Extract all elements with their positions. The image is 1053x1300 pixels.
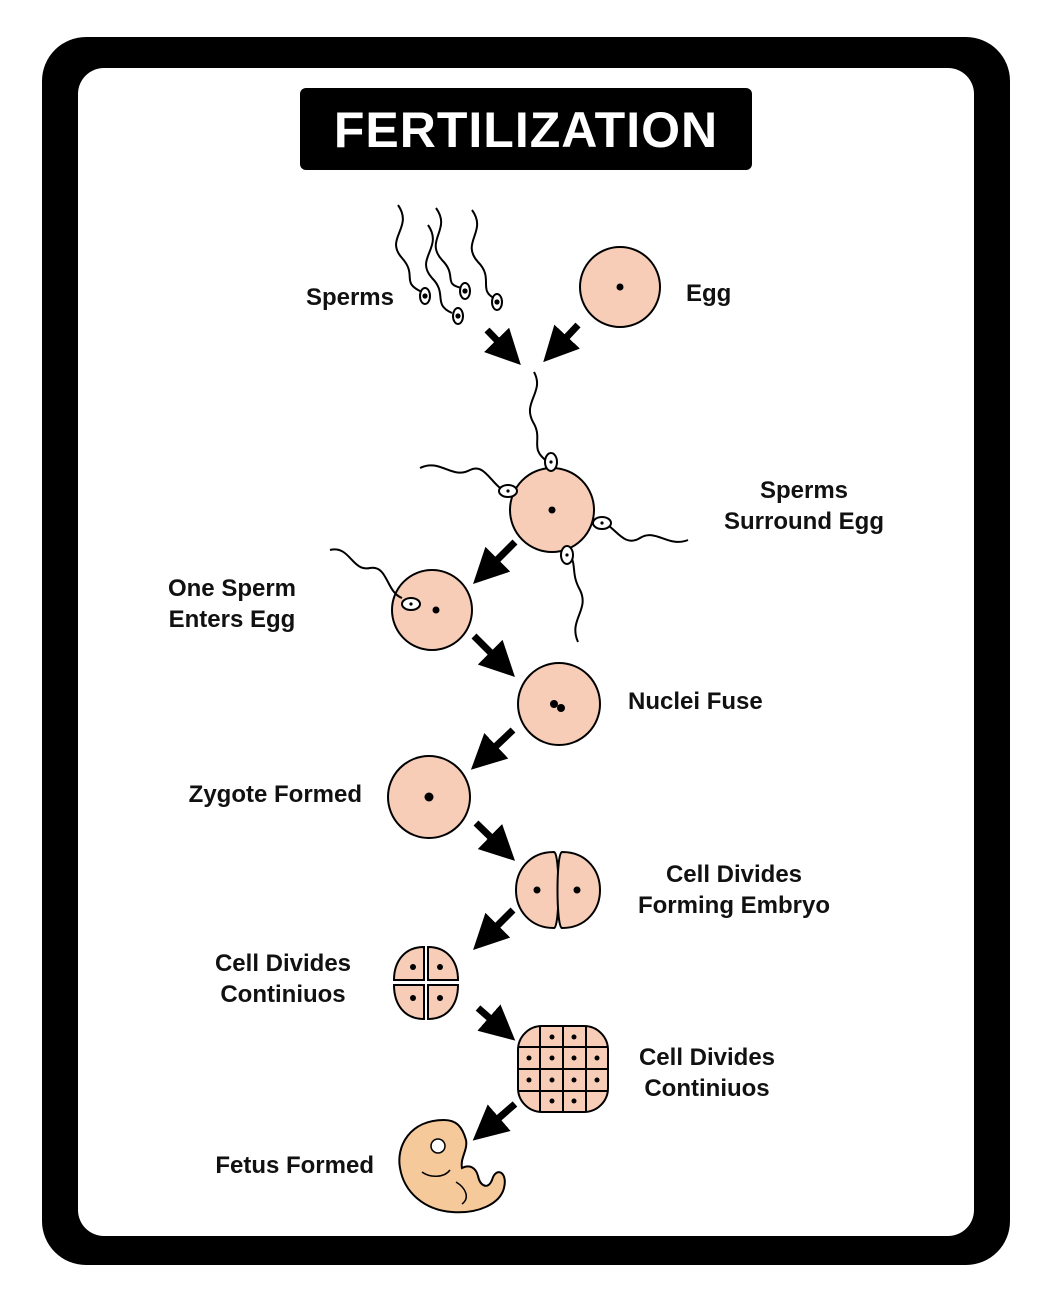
label-sperms-surround-line1: Sperms bbox=[690, 475, 918, 506]
label-egg: Egg bbox=[686, 278, 731, 309]
label-nuclei-fuse: Nuclei Fuse bbox=[628, 686, 763, 717]
sperm-enters-egg-cell bbox=[330, 549, 472, 650]
merge-arrows bbox=[487, 325, 578, 360]
arrow-fuse-to-zygote bbox=[476, 730, 513, 765]
label-one-sperm-line2: Enters Egg bbox=[132, 604, 332, 635]
arrow-fourcell-to-morula bbox=[478, 1008, 510, 1036]
arrow-morula-to-fetus bbox=[478, 1104, 515, 1136]
two-cell-embryo bbox=[516, 852, 600, 928]
arrow-surround-to-enters bbox=[478, 542, 515, 579]
label-continuous-2-line2: Continiuos bbox=[614, 1073, 800, 1104]
arrow-zygote-to-embryo bbox=[476, 823, 510, 856]
label-continuous-1-line2: Continiuos bbox=[190, 979, 376, 1010]
egg-cell bbox=[580, 247, 660, 327]
label-embryo-line1: Cell Divides bbox=[614, 859, 854, 890]
arrow-egg-to-meeting bbox=[548, 325, 578, 357]
arrow-embryo-to-fourcell bbox=[478, 910, 513, 945]
morula-cluster bbox=[518, 1026, 608, 1112]
label-continuous-2-line1: Cell Divides bbox=[614, 1042, 800, 1073]
arrow-sperms-to-meeting bbox=[487, 330, 516, 360]
label-continuous-1-line1: Cell Divides bbox=[190, 948, 376, 979]
nuclei-fuse-cell bbox=[518, 663, 600, 745]
label-fetus-formed: Fetus Formed bbox=[150, 1150, 374, 1181]
free-sperms bbox=[396, 205, 502, 324]
label-sperms-surround-line2: Surround Egg bbox=[690, 506, 918, 537]
label-one-sperm-line1: One Sperm bbox=[132, 573, 332, 604]
label-embryo-line2: Forming Embryo bbox=[614, 890, 854, 921]
label-zygote-formed: Zygote Formed bbox=[130, 779, 362, 810]
zygote-cell bbox=[388, 756, 470, 838]
fetus-figure bbox=[399, 1120, 504, 1212]
label-sperms: Sperms bbox=[230, 282, 394, 313]
four-cell-embryo bbox=[394, 947, 458, 1019]
progression-arrows bbox=[474, 542, 515, 1136]
arrow-enters-to-fuse bbox=[474, 636, 510, 672]
